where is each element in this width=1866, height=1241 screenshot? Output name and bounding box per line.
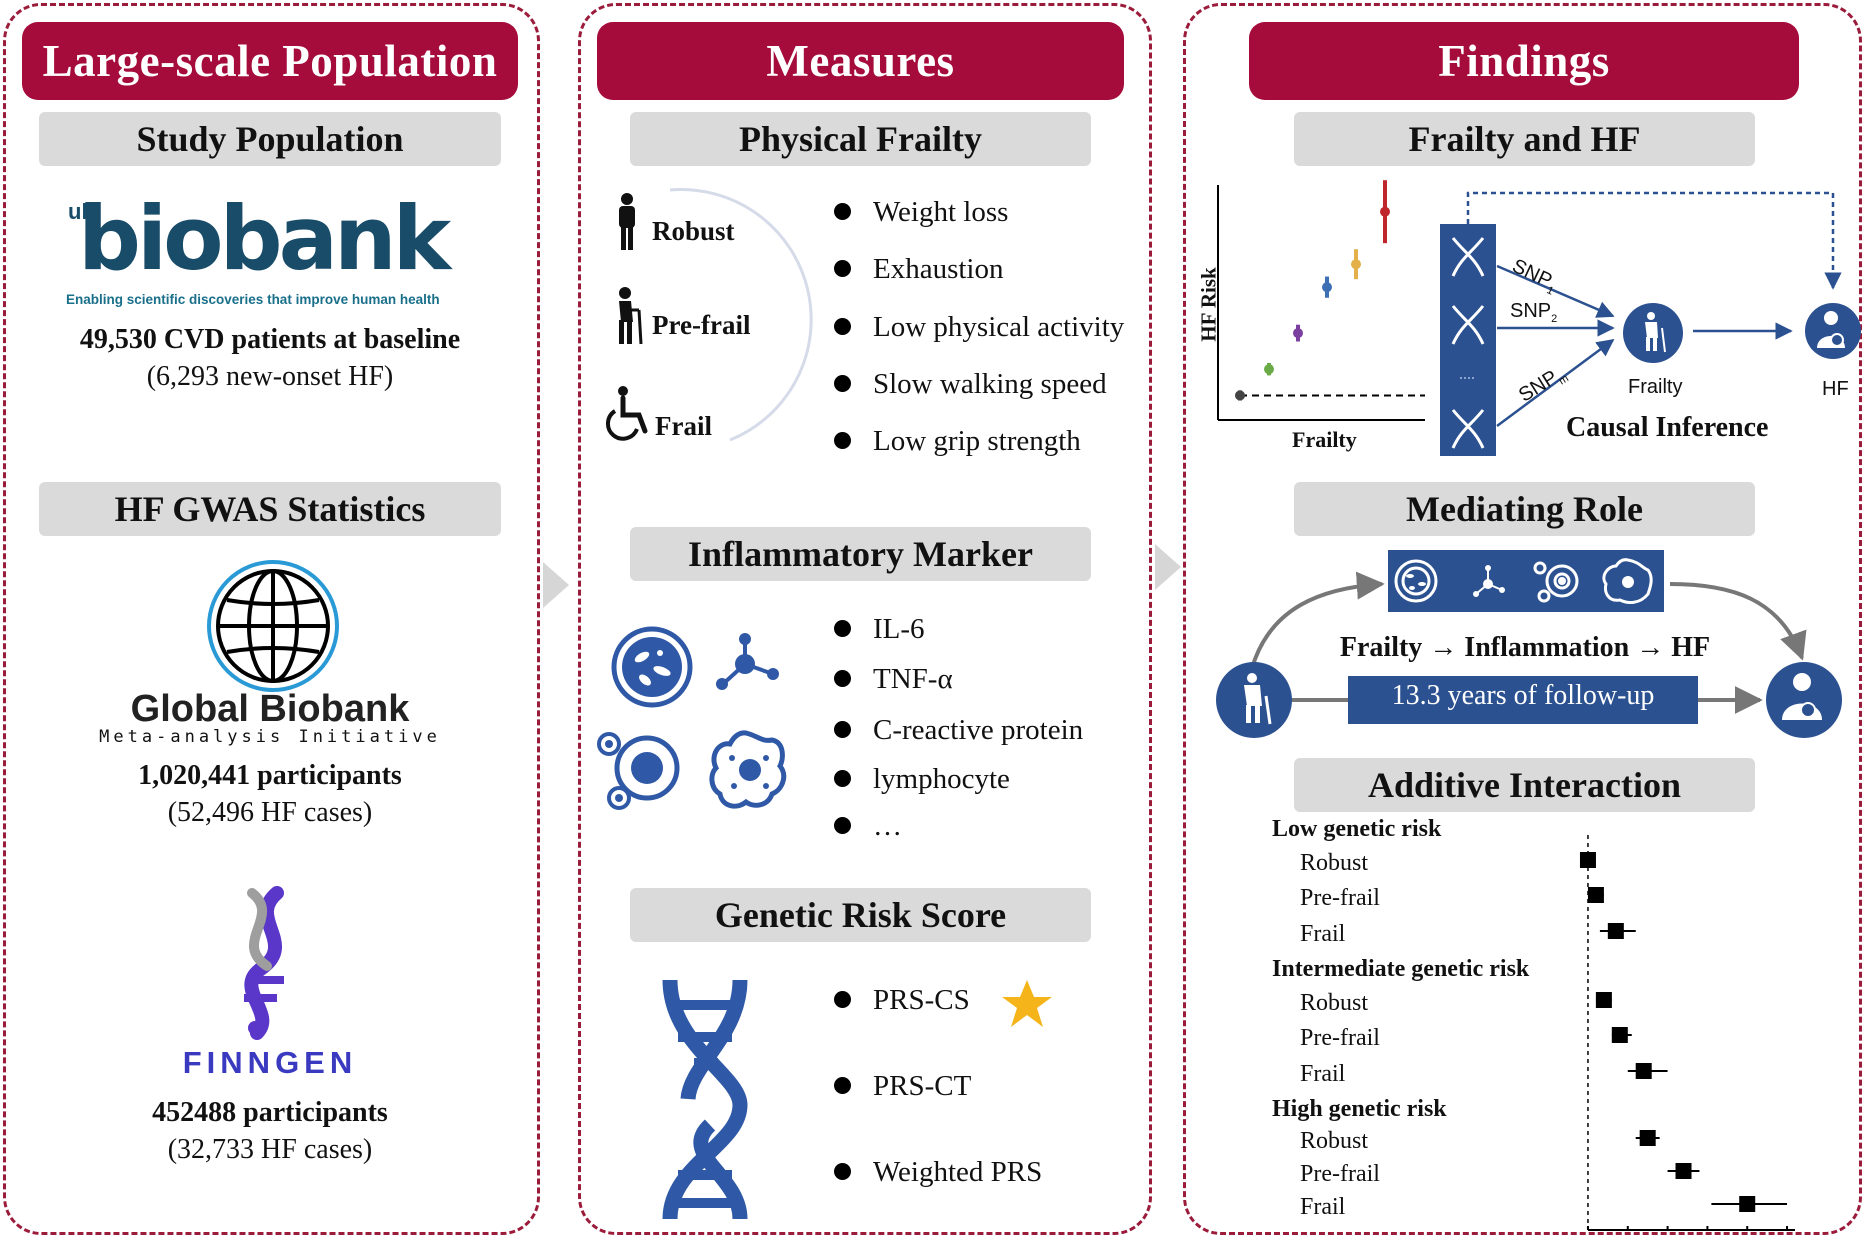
group-intermediate: Intermediate genetic risk bbox=[1272, 956, 1530, 982]
row-high-prefrail: Pre-frail bbox=[1300, 1161, 1380, 1187]
scatter-point bbox=[1235, 390, 1245, 401]
marker-ellipsis: … bbox=[834, 810, 902, 843]
bacteria-cell-icon bbox=[611, 626, 693, 708]
gbmi-cases: (52,496 HF cases) bbox=[167, 797, 373, 828]
forest-point bbox=[1595, 992, 1612, 1008]
logo-tagline: Enabling scientific discoveries that imp… bbox=[66, 292, 440, 307]
row-high-robust: Robust bbox=[1300, 1128, 1369, 1154]
prefrail-person-icon bbox=[619, 287, 643, 345]
forest-point bbox=[1607, 923, 1624, 939]
ukb-patients: 49,530 CVD patients at baseline bbox=[79, 324, 461, 355]
scatter-xlabel: Frailty bbox=[1292, 427, 1357, 452]
physical-frailty-title: Physical Frailty bbox=[630, 112, 1091, 166]
marker-crp: C-reactive protein bbox=[834, 714, 1083, 747]
uk-biobank-logo: uk biobank Enabling scientific discoveri… bbox=[62, 187, 492, 310]
scatter-point bbox=[1351, 259, 1361, 270]
inflammatory-title: Inflammatory Marker bbox=[630, 527, 1091, 581]
logo-biobank: biobank bbox=[78, 187, 451, 290]
forest-point bbox=[1587, 887, 1604, 903]
causal-inference: Causal Inference bbox=[1566, 412, 1769, 443]
mr-frailty-label: Frailty bbox=[1628, 376, 1683, 398]
finngen-cases: (32,733 HF cases) bbox=[167, 1134, 373, 1165]
row-int-robust: Robust bbox=[1300, 990, 1369, 1016]
arrow-2-icon bbox=[1155, 544, 1181, 590]
measures-header: Measures bbox=[597, 22, 1124, 100]
robust-person-icon bbox=[619, 193, 635, 250]
mr-diagram bbox=[1440, 191, 1861, 456]
findings-header: Findings bbox=[1249, 22, 1799, 100]
snp-2-sub: 2 bbox=[1551, 313, 1558, 325]
forest-point bbox=[1739, 1196, 1756, 1212]
amoeba-icon bbox=[709, 730, 787, 809]
row-low-frail: Frail bbox=[1300, 921, 1346, 947]
forest-point bbox=[1579, 852, 1596, 868]
marker-tnf: TNF-α bbox=[834, 663, 953, 696]
state-prefrail: Pre-frail bbox=[652, 310, 751, 340]
group-low: Low genetic risk bbox=[1272, 816, 1442, 842]
forest-point bbox=[1675, 1163, 1692, 1179]
marker-lymphocyte: lymphocyte bbox=[834, 763, 1010, 796]
mediating-diagram bbox=[1216, 550, 1842, 738]
genetic-title: Genetic Risk Score bbox=[630, 888, 1091, 942]
row-high-frail: Frail bbox=[1300, 1194, 1346, 1220]
frailty-hf-scatter bbox=[1217, 180, 1425, 421]
scatter-ylabel: HF Risk bbox=[1196, 267, 1221, 342]
row-low-robust: Robust bbox=[1300, 850, 1369, 876]
mr-hf-label: HF bbox=[1822, 378, 1849, 400]
additive-forest-plot bbox=[1579, 835, 1795, 1231]
scatter-point bbox=[1264, 364, 1274, 375]
criterion-exhaustion: Exhaustion bbox=[834, 253, 1004, 286]
gbmi-sub: Meta-analysis Initiative bbox=[99, 727, 441, 747]
arrow-1-icon bbox=[543, 562, 569, 608]
criterion-activity: Low physical activity bbox=[834, 311, 1124, 344]
gbmi-name: Global Biobank bbox=[130, 688, 410, 730]
globe-icon bbox=[207, 560, 339, 692]
measures-panel bbox=[578, 3, 1152, 1235]
additive-title: Additive Interaction bbox=[1294, 758, 1755, 812]
mediating-title: Mediating Role bbox=[1294, 482, 1755, 536]
forest-point bbox=[1611, 1027, 1628, 1043]
group-high: High genetic risk bbox=[1272, 1096, 1447, 1122]
wheelchair-icon bbox=[605, 386, 648, 441]
finngen-name: FINNGEN bbox=[182, 1045, 358, 1080]
pathway-text: Frailty → Inflammation → HF bbox=[1339, 632, 1711, 663]
snp-label-2: SNP2 bbox=[1510, 300, 1557, 325]
snp-2-text: SNP bbox=[1510, 300, 1552, 322]
star-icon bbox=[1002, 980, 1052, 1027]
findings-panel bbox=[1183, 3, 1862, 1235]
criterion-walking: Slow walking speed bbox=[834, 368, 1107, 401]
cells-icon bbox=[597, 732, 680, 810]
row-int-prefrail: Pre-frail bbox=[1300, 1025, 1380, 1051]
ukb-new-onset: (6,293 new-onset HF) bbox=[146, 361, 394, 392]
population-header: Large-scale Population bbox=[22, 22, 518, 100]
population-panel bbox=[3, 3, 540, 1235]
row-low-prefrail: Pre-frail bbox=[1300, 885, 1380, 911]
state-robust: Robust bbox=[652, 216, 735, 246]
dna-helix-icon bbox=[662, 979, 748, 1220]
study-population-title: Study Population bbox=[39, 112, 501, 166]
frailty-hf-title: Frailty and HF bbox=[1294, 112, 1755, 166]
logo-uk: uk bbox=[68, 199, 94, 224]
molecule-icon bbox=[716, 633, 779, 690]
row-int-frail: Frail bbox=[1300, 1061, 1346, 1087]
score-prs-ct: PRS-CT bbox=[834, 1070, 971, 1103]
frailty-arc bbox=[669, 188, 813, 442]
criterion-grip: Low grip strength bbox=[834, 425, 1081, 458]
criterion-weight-loss: Weight loss bbox=[834, 196, 1008, 229]
scatter-point bbox=[1322, 282, 1332, 293]
gbmi-participants: 1,020,441 participants bbox=[138, 760, 402, 791]
score-weighted: Weighted PRS bbox=[834, 1156, 1042, 1189]
finngen-dna-icon bbox=[244, 886, 284, 1040]
followup-text: 13.3 years of follow-up bbox=[1391, 680, 1655, 711]
forest-point bbox=[1639, 1130, 1656, 1146]
gwas-title: HF GWAS Statistics bbox=[39, 482, 501, 536]
marker-il6: IL-6 bbox=[834, 613, 925, 646]
forest-point bbox=[1635, 1063, 1652, 1079]
finngen-participants: 452488 participants bbox=[152, 1097, 388, 1128]
scatter-point bbox=[1380, 206, 1390, 217]
state-frail: Frail bbox=[655, 411, 712, 441]
score-prs-cs: PRS-CS bbox=[834, 984, 970, 1017]
scatter-point bbox=[1293, 328, 1303, 339]
